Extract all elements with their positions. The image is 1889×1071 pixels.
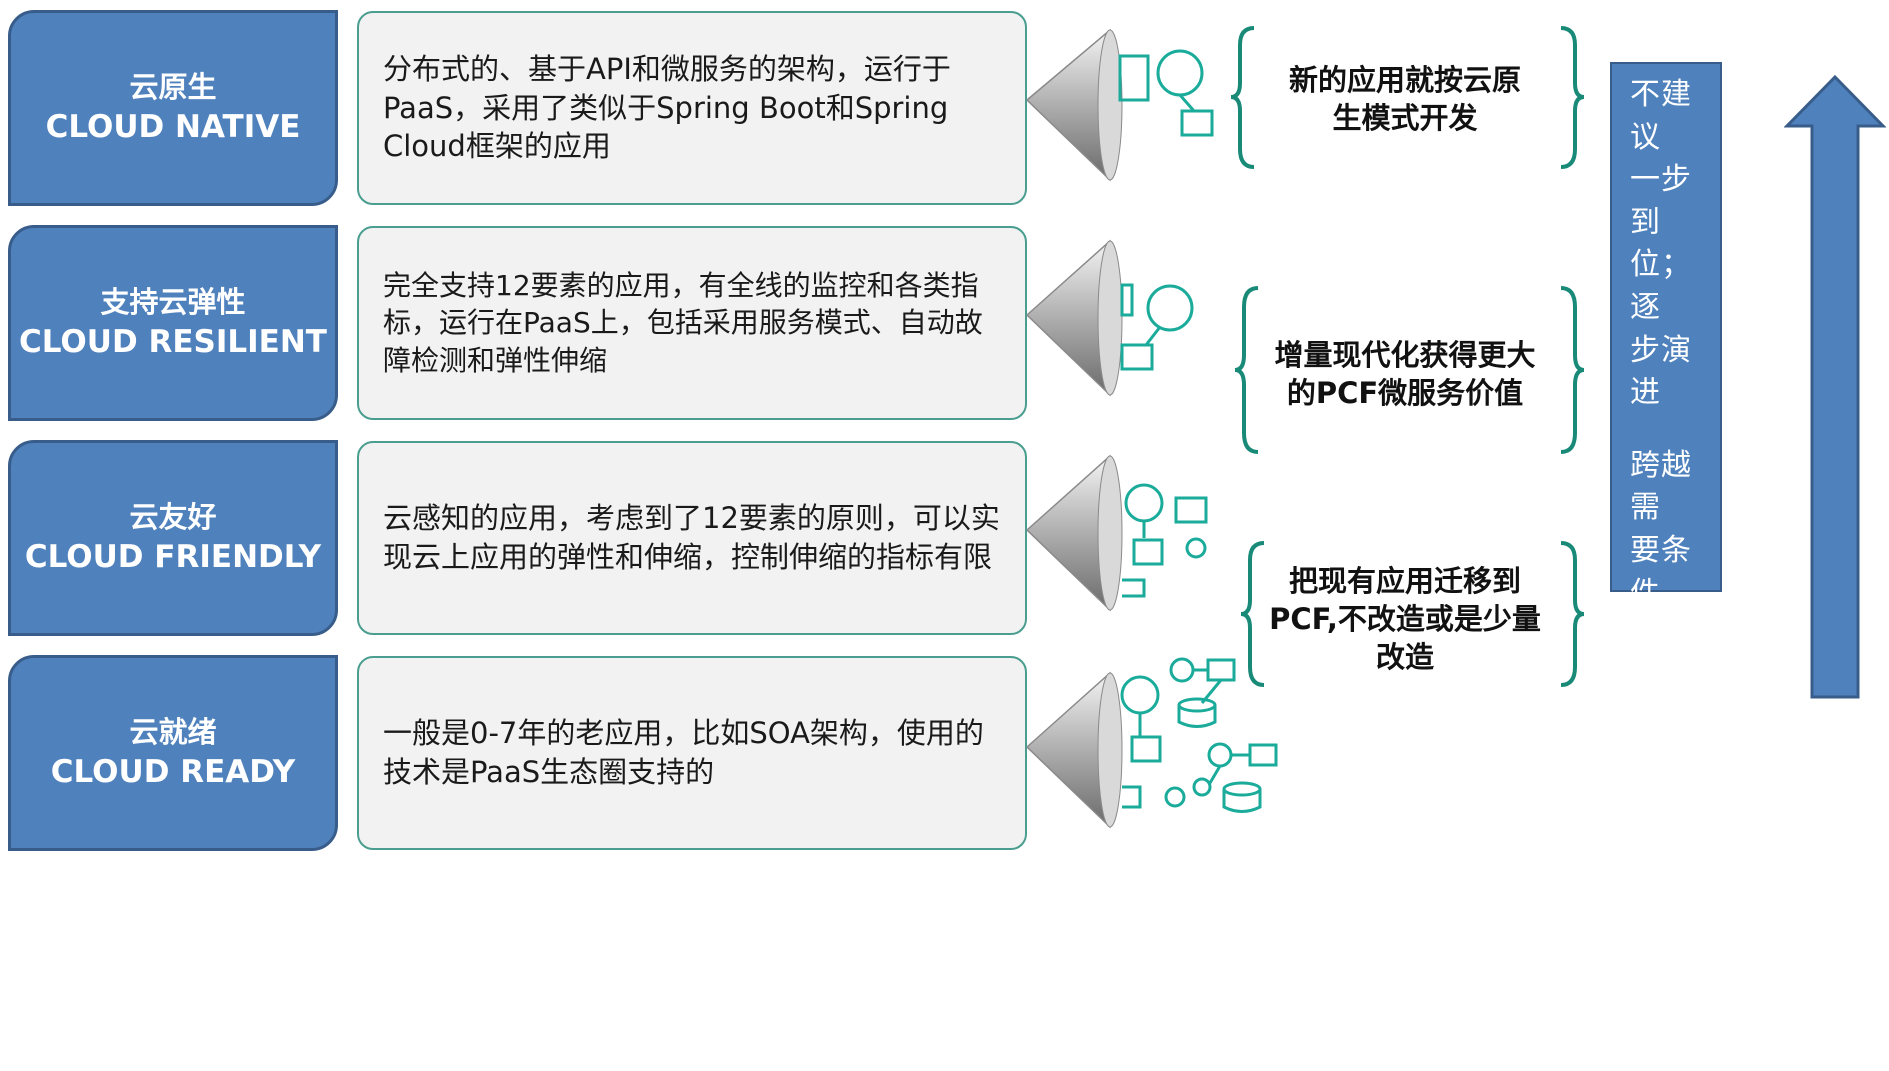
funnel-icon-3: [1025, 454, 1208, 612]
level-tab-cloud-resilient: 支持云弹性 CLOUD RESILIENT: [8, 225, 338, 421]
description-text: 完全支持12要素的应用，有全线的监控和各类指标，运行在PaaS上，包括采用服务模…: [383, 269, 983, 377]
description-box-cloud-friendly: 云感知的应用，考虑到了12要素的原则，可以实现云上应用的弹性和伸缩，控制伸缩的指…: [357, 441, 1027, 635]
level-title-zh: 云原生: [129, 70, 217, 104]
right-brace-icon: [1560, 26, 1585, 169]
up-arrow-icon: [1784, 74, 1886, 699]
side-note-paragraph: 不建议 一步到 位；逐 步演进: [1630, 77, 1692, 411]
description-box-cloud-resilient: 完全支持12要素的应用，有全线的监控和各类指标，运行在PaaS上，包括采用服务模…: [357, 226, 1027, 420]
level-title-en: CLOUD RESILIENT: [19, 323, 327, 360]
level-title-zh: 云友好: [129, 500, 217, 534]
level-title-en: CLOUD NATIVE: [45, 108, 301, 145]
level-title-zh: 支持云弹性: [100, 285, 246, 319]
summary-text-2: 增量现代化获得更大的PCF微服务价值: [1274, 338, 1536, 410]
level-tab-cloud-native: 云原生 CLOUD NATIVE: [8, 10, 338, 206]
level-tab-cloud-friendly: 云友好 CLOUD FRIENDLY: [8, 440, 338, 636]
level-title-zh: 云就绪: [129, 715, 217, 749]
description-text: 分布式的、基于API和微服务的架构，运行于PaaS，采用了类似于Spring B…: [383, 52, 951, 164]
funnel-icon-1: [1025, 28, 1214, 182]
left-brace-icon: [1230, 26, 1255, 169]
level-title-en: CLOUD READY: [50, 753, 296, 790]
side-note-panel: 不建议 一步到 位；逐 步演进 跨越需 要条件， 组织架 构、企 业文化 几个模…: [1610, 62, 1722, 1066]
description-box-cloud-native: 分布式的、基于API和微服务的架构，运行于PaaS，采用了类似于Spring B…: [357, 11, 1027, 205]
description-text: 云感知的应用，考虑到了12要素的原则，可以实现云上应用的弹性和伸缩，控制伸缩的指…: [383, 501, 1000, 574]
right-brace-icon: [1560, 541, 1585, 687]
description-text: 一般是0-7年的老应用，比如SOA架构，使用的技术是PaaS生态圈支持的: [383, 716, 984, 789]
summary-text-3: 把现有应用迁移到PCF,不改造或是少量改造: [1269, 564, 1541, 674]
side-note-paragraph: 几个模 式共存: [1630, 903, 1692, 1067]
description-box-cloud-ready: 一般是0-7年的老应用，比如SOA架构，使用的技术是PaaS生态圈支持的: [357, 656, 1027, 850]
level-title-en: CLOUD FRIENDLY: [24, 538, 322, 575]
funnel-icon-4: [1025, 657, 1278, 829]
summary-text-1: 新的应用就按云原生模式开发: [1288, 63, 1521, 135]
right-brace-icon: [1560, 286, 1585, 454]
level-tab-cloud-ready: 云就绪 CLOUD READY: [8, 655, 338, 851]
funnel-icon-2: [1025, 239, 1194, 397]
left-brace-icon: [1234, 286, 1259, 454]
side-note-paragraph: 跨越需 要条件， 组织架 构、企 业文化: [1630, 447, 1692, 867]
left-brace-icon: [1240, 541, 1265, 687]
